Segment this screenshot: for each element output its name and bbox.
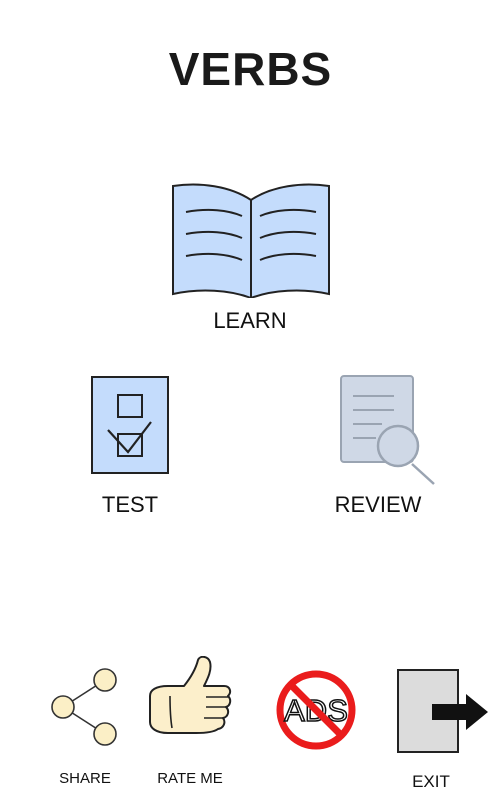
thumbs-up-icon [149, 656, 232, 734]
checklist-icon [91, 376, 169, 474]
learn-label: LEARN [213, 308, 287, 333]
share-button[interactable]: SHARE [40, 660, 130, 790]
rate-me-label: RATE ME [157, 770, 223, 787]
share-icon [51, 668, 117, 746]
review-label: REVIEW [334, 492, 422, 517]
review-button[interactable]: REVIEW [318, 370, 438, 520]
exit-door-icon [397, 669, 488, 753]
open-book-icon [172, 183, 330, 298]
document-search-icon [340, 375, 435, 485]
learn-button[interactable]: LEARN [160, 176, 340, 341]
remove-ads-button[interactable]: ADS [270, 664, 362, 756]
rate-me-button[interactable]: RATE ME [140, 656, 240, 790]
no-ads-icon: ADS [276, 670, 356, 750]
page-title: VERBS [168, 43, 333, 95]
share-label: SHARE [59, 770, 111, 787]
exit-button[interactable]: EXIT [392, 664, 500, 794]
test-button[interactable]: TEST [80, 370, 180, 520]
exit-label: EXIT [412, 772, 450, 791]
test-label: TEST [101, 492, 159, 517]
